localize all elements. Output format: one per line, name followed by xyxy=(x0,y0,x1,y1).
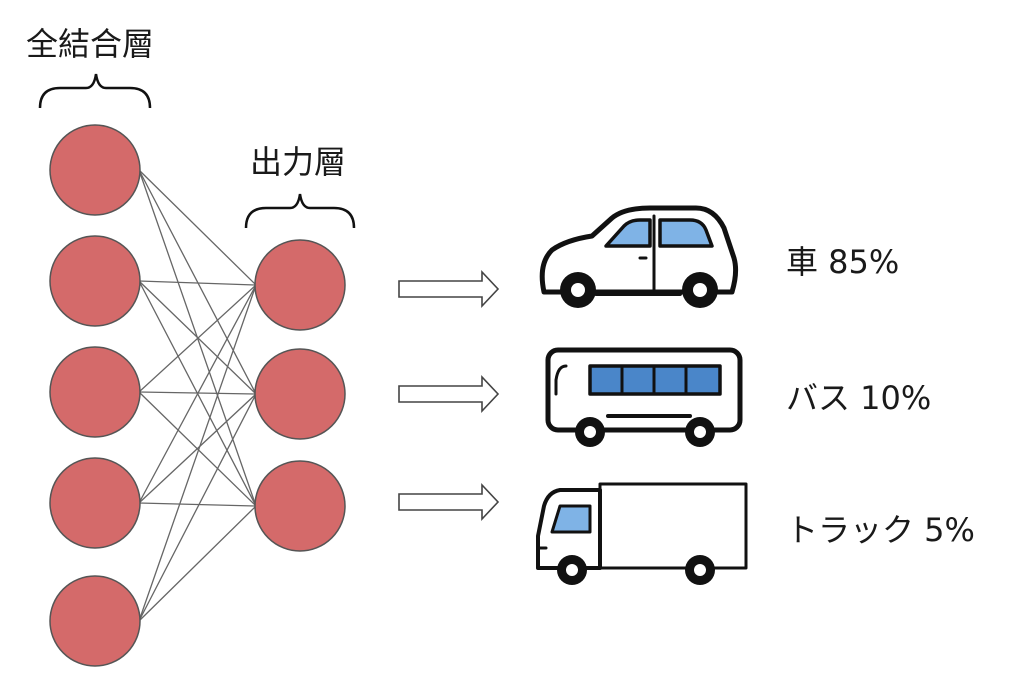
connection-line xyxy=(138,169,257,395)
fc-layer-node-3 xyxy=(49,346,141,438)
arrow-bus xyxy=(398,374,500,414)
connection-line xyxy=(138,393,257,504)
output-layer-brace xyxy=(244,193,356,229)
car-probability: 車 85% xyxy=(786,243,900,281)
connection-line xyxy=(138,284,257,504)
car-icon xyxy=(539,205,739,308)
fc-layer-label: 全結合層 xyxy=(26,25,155,63)
fc-layer-node-1 xyxy=(49,124,141,216)
bus-icon xyxy=(545,347,743,447)
fc-layer-nodes xyxy=(49,124,141,667)
connection-line xyxy=(138,393,257,622)
output-layer-node-1 xyxy=(254,239,346,331)
fc-layer-node-2 xyxy=(49,235,141,327)
output-layer-node-2 xyxy=(254,348,346,440)
connection-line xyxy=(138,502,257,507)
connection-line xyxy=(138,169,257,286)
connection-line xyxy=(138,284,257,622)
arrow-truck xyxy=(398,482,500,522)
truck-icon xyxy=(536,482,748,585)
arrow-car xyxy=(398,269,500,309)
fc-layer-node-4 xyxy=(49,457,141,549)
bus-probability: バス 10% xyxy=(786,379,932,417)
output-layer-node-3 xyxy=(254,460,346,552)
output-layer-label: 出力層 xyxy=(250,143,347,181)
connections xyxy=(138,169,257,622)
connection-line xyxy=(138,505,257,622)
connection-line xyxy=(138,280,257,286)
output-layer-nodes xyxy=(254,239,346,552)
connection-line xyxy=(138,280,257,395)
truck-probability: トラック 5% xyxy=(786,511,975,549)
fc-layer-brace xyxy=(38,73,152,109)
connection-line xyxy=(138,284,257,393)
fc-layer-node-5 xyxy=(49,575,141,667)
